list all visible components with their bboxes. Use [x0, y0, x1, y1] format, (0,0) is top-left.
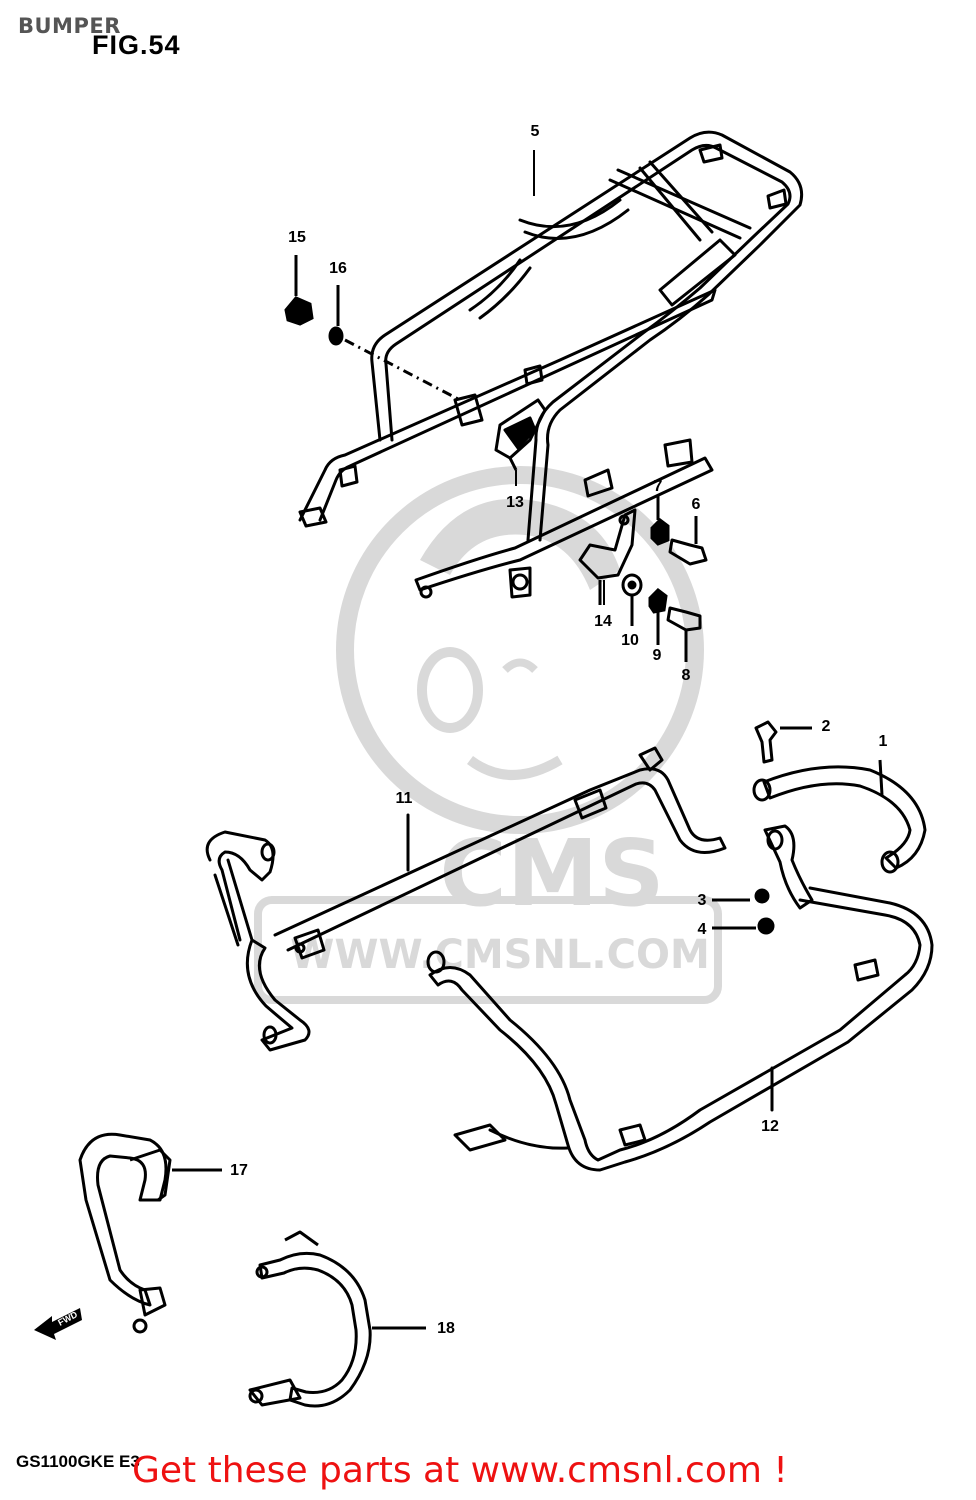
- callout-11: 11: [395, 790, 413, 807]
- part-18-guard: [248, 1230, 426, 1408]
- part-8-bolt: [666, 606, 702, 662]
- part-7-washer: [650, 495, 670, 546]
- callout-7: 7: [653, 478, 663, 495]
- part-16-washer: [328, 285, 461, 402]
- part-17-guard: [78, 1132, 222, 1334]
- cmsnl-watermark: CMS WWW.CMSNL.COM: [254, 466, 722, 1004]
- promo-link[interactable]: Get these parts at www.cmsnl.com !: [132, 1450, 788, 1491]
- part-4-nut: [712, 917, 775, 935]
- part-1-front-guard: [752, 759, 927, 874]
- figure-number: FIG.54: [92, 30, 181, 60]
- part-6-bolt: [668, 516, 708, 566]
- callout-6: 6: [691, 496, 701, 513]
- part-15-cap-nut: [284, 255, 314, 326]
- callout-12: 12: [761, 1118, 779, 1135]
- fwd-arrow-icon: FWD: [34, 1308, 82, 1340]
- callout-18: 18: [437, 1320, 455, 1337]
- watermark-url: WWW.CMSNL.COM: [290, 932, 710, 978]
- part-3-washer: [712, 888, 770, 904]
- callout-14: 14: [594, 613, 612, 630]
- callout-1: 1: [878, 733, 888, 750]
- part-12-right-bumper: [426, 824, 934, 1172]
- callout-16: 16: [329, 260, 347, 277]
- model-code: GS1100GKE E3: [16, 1452, 140, 1471]
- part-10-washer: [621, 573, 643, 626]
- leader-lines: [515, 150, 605, 605]
- part-5-carrier-frame: [298, 130, 804, 599]
- page-title: BUMPER: [18, 14, 121, 38]
- part-14-bracket: [578, 508, 637, 605]
- callout-2: 2: [821, 718, 831, 735]
- callout-10: 10: [621, 632, 639, 649]
- callout-8: 8: [681, 667, 691, 684]
- watermark-brand: CMS: [439, 820, 664, 927]
- callout-15: 15: [288, 229, 306, 246]
- part-11-left-bumper: [205, 746, 727, 1052]
- part-2-bolt: [754, 720, 812, 764]
- part-13-bracket: [494, 398, 547, 471]
- part-9-nut: [648, 588, 668, 645]
- callout-17: 17: [230, 1162, 248, 1179]
- callout-3: 3: [697, 892, 707, 909]
- callout-5: 5: [530, 123, 540, 140]
- callout-9: 9: [652, 647, 662, 664]
- callout-4: 4: [697, 921, 707, 938]
- callout-13: 13: [506, 494, 524, 511]
